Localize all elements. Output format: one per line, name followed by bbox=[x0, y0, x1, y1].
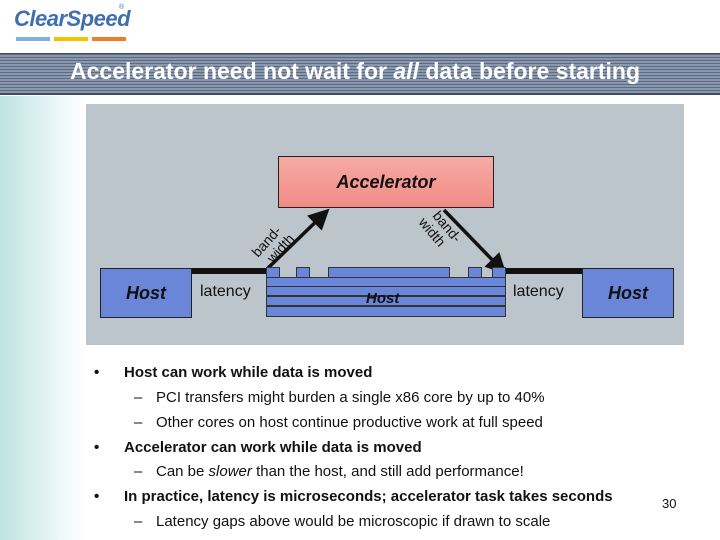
latency-label-right: latency bbox=[513, 283, 564, 300]
bullet-text: In practice, latency is microseconds; ac… bbox=[124, 488, 613, 505]
accelerator-box: Accelerator bbox=[278, 156, 494, 208]
sub-bullet-text: Latency gaps above would be microscopic … bbox=[156, 513, 551, 530]
title-post: data before starting bbox=[418, 58, 641, 84]
host-layer-3 bbox=[266, 296, 506, 306]
title-pre: Accelerator need not wait for bbox=[70, 58, 394, 84]
slide-title: Accelerator need not wait for all data b… bbox=[70, 58, 640, 85]
logo-bar-yellow bbox=[54, 37, 88, 41]
host-layer-4 bbox=[266, 306, 506, 317]
sub-bullet-text: PCI transfers might burden a single x86 … bbox=[156, 389, 545, 406]
dash-marker: – bbox=[134, 513, 143, 530]
title-band bbox=[0, 53, 720, 95]
host-layer-2 bbox=[266, 286, 506, 296]
bullet-marker: • bbox=[94, 488, 100, 505]
page-number: 30 bbox=[662, 496, 677, 511]
left-link-bar bbox=[192, 268, 268, 274]
latency-label-left: latency bbox=[200, 283, 251, 300]
logo-bar-blue bbox=[16, 37, 50, 41]
bullet-text: Host can work while data is moved bbox=[124, 364, 373, 381]
dash-marker: – bbox=[134, 414, 143, 431]
logo-wordmark: ClearSpeed bbox=[14, 6, 131, 31]
sub-bullet-emphasis: slower bbox=[208, 463, 252, 480]
bandwidth-arrow-left bbox=[266, 208, 330, 270]
bullet-marker: • bbox=[94, 439, 100, 456]
dash-marker: – bbox=[134, 463, 143, 480]
dash-marker: – bbox=[134, 389, 143, 406]
logo-bar-orange bbox=[92, 37, 126, 41]
logo-trademark: ® bbox=[119, 4, 125, 11]
clearspeed-logo: ClearSpeed bbox=[14, 6, 131, 32]
bandwidth-arrow-right bbox=[442, 208, 507, 275]
host-center-label: Host bbox=[366, 290, 400, 307]
title-emphasis: all bbox=[393, 58, 419, 84]
bullet-text: Accelerator can work while data is moved bbox=[124, 439, 422, 456]
sub-bullet-text: Can be slower than the host, and still a… bbox=[156, 463, 524, 480]
right-link-bar bbox=[504, 268, 582, 274]
sub-bullet-pre: Can be bbox=[156, 463, 209, 480]
logo-color-bars bbox=[16, 37, 126, 41]
host-box-right: Host bbox=[582, 268, 674, 318]
sub-bullet-post: than the host, and still add performance… bbox=[251, 463, 524, 480]
host-box-left: Host bbox=[100, 268, 192, 318]
bullet-marker: • bbox=[94, 364, 100, 381]
decorative-side-strip bbox=[0, 96, 84, 540]
sub-bullet-text: Other cores on host continue productive … bbox=[156, 414, 543, 431]
